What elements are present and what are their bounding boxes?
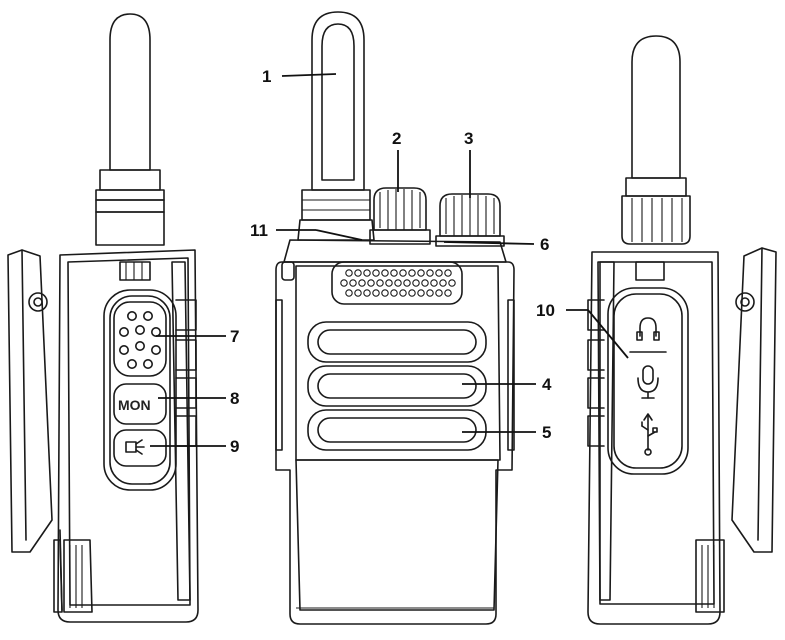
grille-hole — [372, 269, 380, 277]
right-side-view — [587, 35, 777, 625]
grille-hole — [426, 289, 434, 297]
monitor-button-label: MON — [118, 397, 151, 413]
microphone-icon — [637, 365, 659, 399]
right-belt-clip — [731, 247, 777, 553]
callout-lines — [150, 73, 629, 447]
grille-hole — [403, 279, 411, 287]
callout-7: 7 — [230, 327, 239, 346]
grille-hole — [399, 269, 407, 277]
grille-hole — [367, 279, 375, 287]
grille-hole — [435, 289, 443, 297]
grille-hole — [358, 279, 366, 287]
grille-hole — [354, 289, 362, 297]
grille-hole — [448, 279, 456, 287]
callout-5: 5 — [542, 423, 551, 442]
callout-line-1 — [281, 73, 337, 77]
grille-hole — [408, 289, 416, 297]
grille-hole — [421, 279, 429, 287]
right-antenna — [621, 35, 691, 245]
grille-hole — [444, 289, 452, 297]
callout-8: 8 — [230, 389, 239, 408]
usb-icon — [641, 413, 658, 456]
callout-line-10b — [587, 309, 629, 359]
grille-hole — [372, 289, 380, 297]
grille-hole — [354, 269, 362, 277]
power-volume-knob[interactable] — [435, 193, 505, 247]
front-antenna — [297, 11, 375, 241]
left-side-panel — [103, 289, 177, 491]
right-body — [587, 251, 725, 625]
channel-knob[interactable] — [369, 187, 431, 245]
grille-hole — [390, 269, 398, 277]
flashlight-icon — [125, 439, 145, 455]
grille-hole — [363, 269, 371, 277]
grille-hole — [399, 289, 407, 297]
grille-hole — [444, 269, 452, 277]
grille-hole — [385, 279, 393, 287]
callout-1: 1 — [262, 67, 271, 86]
front-speaker-grille — [331, 261, 463, 305]
left-belt-clip — [7, 249, 53, 553]
grille-hole — [345, 269, 353, 277]
grille-hole — [417, 269, 425, 277]
callout-3: 3 — [464, 129, 473, 148]
callout-6: 6 — [540, 235, 549, 254]
callout-9: 9 — [230, 437, 239, 456]
front-view — [275, 11, 515, 625]
grille-hole — [439, 279, 447, 287]
grille-hole — [394, 279, 402, 287]
callout-line-11b — [315, 229, 363, 241]
left-body — [53, 249, 199, 623]
grille-hole — [363, 289, 371, 297]
grille-hole — [412, 279, 420, 287]
callout-line-6 — [443, 241, 535, 245]
callout-numbers: 1 2 3 4 5 6 7 8 9 10 11 — [230, 67, 555, 456]
grille-hole — [381, 269, 389, 277]
grille-holes — [340, 269, 456, 297]
grille-hole — [349, 279, 357, 287]
grille-hole — [381, 289, 389, 297]
earphone-icon — [636, 317, 660, 341]
grille-hole — [376, 279, 384, 287]
grille-hole — [426, 269, 434, 277]
front-body — [275, 261, 515, 625]
left-antenna — [95, 13, 165, 246]
front-slot-grille — [307, 321, 487, 451]
left-side-view: MON — [7, 13, 199, 623]
grille-hole — [340, 279, 348, 287]
callout-11: 11 — [250, 221, 268, 240]
grille-hole — [345, 289, 353, 297]
grille-hole — [435, 269, 443, 277]
grille-hole — [430, 279, 438, 287]
accessory-port-cover[interactable] — [607, 287, 689, 475]
grille-hole — [390, 289, 398, 297]
ptt-button[interactable] — [113, 301, 167, 377]
callout-2: 2 — [392, 129, 401, 148]
callout-4: 4 — [542, 375, 552, 394]
grille-hole — [408, 269, 416, 277]
grille-hole — [417, 289, 425, 297]
callout-10: 10 — [536, 301, 555, 320]
monitor-button[interactable]: MON — [113, 383, 167, 425]
flashlight-button[interactable] — [113, 429, 167, 467]
